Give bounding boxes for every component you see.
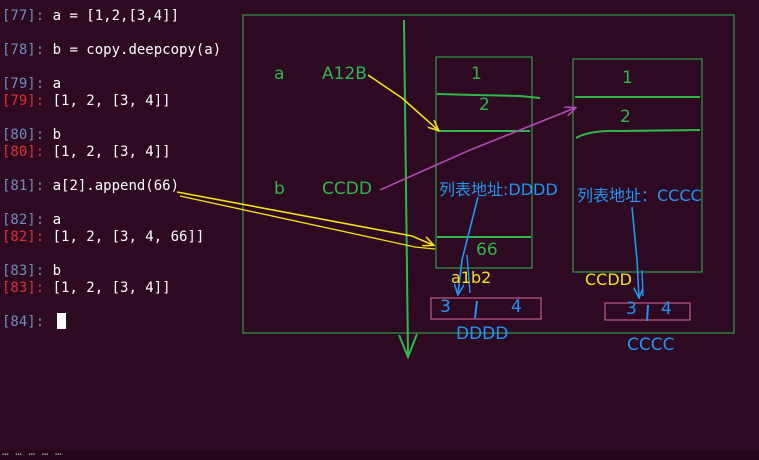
purple-arrow-b-to-list (379, 108, 575, 191)
inner-b-value-3: 3 (626, 299, 637, 319)
list-b-address: 列表地址：CCCC (577, 186, 702, 205)
terminal-line: [82]: [1, 2, [3, 4, 66]] (2, 229, 205, 245)
list-a-divider (436, 93, 541, 99)
green-down-arrow-head (398, 333, 418, 360)
blue-arrow-list-b-to-inner-2 (641, 269, 644, 297)
var-a-address: A12B (322, 64, 367, 84)
terminal-prompt-line[interactable]: [84]: (2, 313, 66, 331)
list-b-box (572, 58, 703, 273)
blue-arrow-list-b-to-inner (631, 206, 639, 297)
blue-arrow-list-a-to-inner-2 (466, 254, 471, 294)
status-bar: … … … … … (0, 445, 759, 460)
var-b-address: CCDD (322, 179, 372, 199)
list-b-divider (575, 129, 701, 139)
green-down-arrow (403, 19, 409, 356)
yellow-arrow-a-to-list (367, 74, 438, 130)
inner-list-a-box (430, 297, 542, 320)
inner-a-value-3: 3 (440, 297, 451, 317)
list-a-name-label: a1b2 (451, 268, 492, 287)
terminal-line: [83]: b (2, 263, 62, 279)
list-a-item-1: 1 (471, 64, 482, 84)
list-a-item-66: 66 (476, 240, 498, 260)
yellow-arrow-append-2 (179, 195, 436, 250)
list-b-item-1: 1 (622, 68, 633, 88)
terminal-line: [79]: a (2, 76, 62, 92)
terminal-line: [83]: [1, 2, [3, 4]] (2, 280, 171, 296)
list-b-name-label: CCDD (585, 270, 632, 289)
terminal[interactable]: [77]: a = [1,2,[3,4]] [78]: b = copy.dee… (0, 0, 240, 460)
terminal-line: [82]: a (2, 212, 62, 228)
list-b-item-2: 2 (620, 107, 631, 127)
list-a-item-2: 2 (479, 95, 490, 115)
blue-arrow-list-a-to-inner (458, 196, 479, 294)
var-b-label: b (274, 179, 285, 199)
inner-a-value-4: 4 (511, 297, 522, 317)
yellow-arrow-append (176, 191, 433, 245)
text-cursor (56, 313, 66, 329)
list-a-box (435, 56, 533, 269)
inner-b-value-4: 4 (661, 299, 672, 319)
terminal-line: [81]: a[2].append(66) (2, 178, 180, 194)
var-a-label: a (274, 64, 285, 84)
inner-b-address: CCCC (627, 335, 675, 355)
terminal-line: [77]: a = [1,2,[3,4]] (2, 8, 180, 24)
terminal-line: [78]: b = copy.deepcopy(a) (2, 42, 222, 58)
inner-list-a-separator (474, 300, 478, 319)
list-a-address: 列表地址:DDDD (439, 180, 558, 199)
terminal-line: [80]: b (2, 127, 62, 143)
inner-list-b-separator (646, 304, 649, 322)
inner-a-address: DDDD (456, 324, 509, 344)
terminal-line: [80]: [1, 2, [3, 4]] (2, 144, 171, 160)
terminal-line: [79]: [1, 2, [3, 4]] (2, 93, 171, 109)
outer-frame (242, 14, 735, 334)
